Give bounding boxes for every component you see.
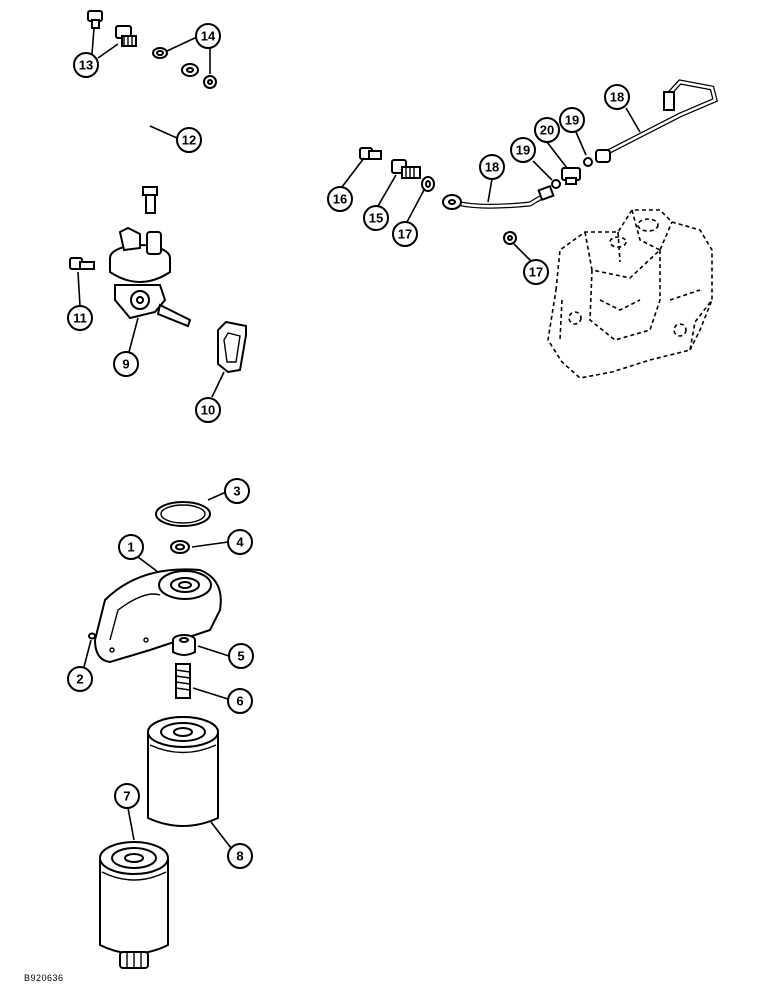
svg-text:11: 11 [73,311,87,326]
svg-text:6: 6 [236,694,243,709]
callout-18-right: 18 [604,84,630,110]
svg-text:2: 2 [76,672,83,687]
stud-part-6 [175,663,191,699]
fitting-part-20 [561,167,581,185]
svg-text:13: 13 [79,58,93,73]
callout-16: 16 [327,186,353,212]
fuel-line-part-18a [442,184,555,210]
bolt-part-16 [359,147,382,160]
washer-part-14a [152,47,168,59]
callout-13: 13 [73,52,99,78]
bolt-part-11 [69,257,95,270]
filter-element-part-7 [99,841,169,969]
callout-1: 1 [118,534,144,560]
callout-17-lower: 17 [523,259,549,285]
callout-20: 20 [534,117,560,143]
seal-part-19a [551,179,561,189]
filter-element-part-8 [147,716,219,827]
callout-3: 3 [224,478,250,504]
svg-text:19: 19 [565,113,579,128]
bolt-part-13b [115,25,137,47]
callout-6: 6 [227,688,253,714]
seal-part-19b [583,157,593,167]
svg-text:16: 16 [333,192,347,207]
svg-text:3: 3 [233,484,240,499]
svg-text:17: 17 [529,265,543,280]
callout-12: 12 [176,127,202,153]
washer-part-14b [203,75,217,89]
svg-text:17: 17 [398,227,412,242]
washer-part-17b [503,231,517,245]
plug-part-2 [88,632,96,640]
callout-5: 5 [228,643,254,669]
gasket-part-10 [217,320,247,374]
callout-9: 9 [113,351,139,377]
callout-11: 11 [67,305,93,331]
seal-part-4 [170,540,190,554]
figure-code: B920636 [24,973,64,983]
callout-7: 7 [114,783,140,809]
callout-15: 15 [363,205,389,231]
callout-17-upper: 17 [392,221,418,247]
leader-lines [77,27,641,849]
callout-18-left: 18 [479,154,505,180]
banjo-bolt-part-15 [391,159,421,179]
callout-2: 2 [67,666,93,692]
svg-text:18: 18 [610,90,624,105]
svg-text:5: 5 [237,649,244,664]
callout-4: 4 [227,529,253,555]
svg-text:20: 20 [540,123,554,138]
svg-text:12: 12 [182,133,196,148]
bolt-part-13a [87,10,103,29]
svg-text:19: 19 [516,143,530,158]
adapter-part-5 [172,634,196,656]
callout-8: 8 [227,843,253,869]
svg-text:1: 1 [127,540,134,555]
callout-19-right: 19 [559,107,585,133]
fuel-line-part-18b [595,79,718,163]
svg-text:10: 10 [201,403,215,418]
o-ring-part-3 [155,501,211,527]
washer-part-17a [421,176,435,192]
fuel-pump-part-9 [109,226,192,328]
svg-text:8: 8 [236,849,243,864]
svg-text:4: 4 [236,535,244,550]
filter-head-part-1 [93,568,222,664]
svg-text:15: 15 [369,211,383,226]
svg-text:7: 7 [123,789,130,804]
injection-pump-reference [547,209,713,379]
callout-14: 14 [195,23,221,49]
callout-19-left: 19 [510,137,536,163]
svg-text:9: 9 [122,357,129,372]
callout-10: 10 [195,397,221,423]
svg-text:14: 14 [201,29,216,44]
svg-text:18: 18 [485,160,499,175]
fuel-line-part-12 [130,63,199,214]
